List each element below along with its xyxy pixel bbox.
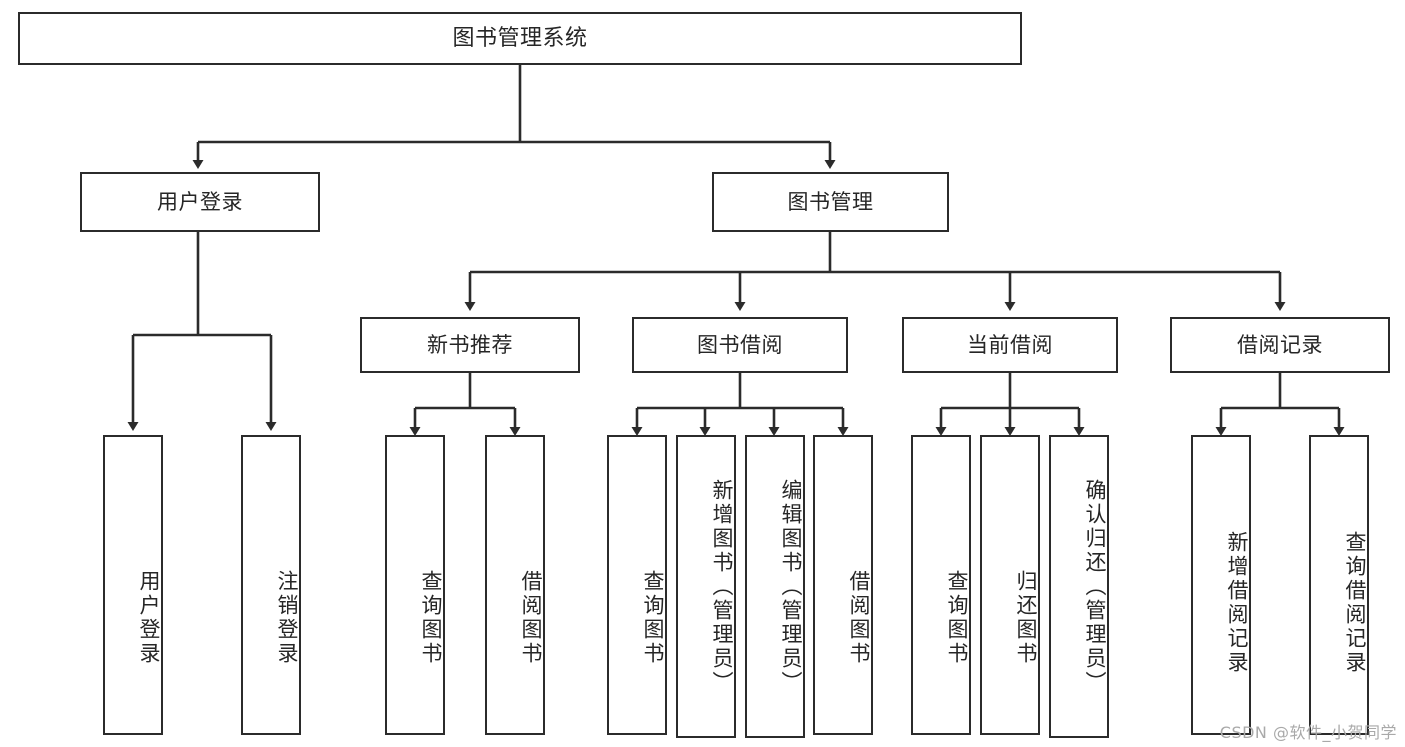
leaf-borrow-query-book[interactable]: 查询图书	[607, 435, 667, 735]
node-label: 借阅图书	[519, 570, 543, 666]
node-label: 当前借阅	[967, 332, 1053, 357]
node-label: 新增图书（管理员）	[710, 478, 734, 695]
node-new-book-recommendation[interactable]: 新书推荐	[360, 317, 580, 373]
leaf-borrow-add-book-admin[interactable]: 新增图书（管理员）	[676, 435, 736, 738]
node-label: 归还图书	[1014, 570, 1038, 666]
node-label: 借阅图书	[847, 570, 871, 666]
leaf-record-query-borrow-record[interactable]: 查询借阅记录	[1309, 435, 1369, 735]
leaf-record-add-borrow-record[interactable]: 新增借阅记录	[1191, 435, 1251, 735]
node-label: 查询图书	[419, 570, 443, 666]
node-label: 确认归还（管理员）	[1083, 478, 1107, 695]
node-label: 用户登录	[137, 570, 161, 666]
node-label: 用户登录	[157, 189, 243, 214]
node-label: 借阅记录	[1237, 332, 1323, 357]
leaf-user-login-login[interactable]: 用户登录	[103, 435, 163, 735]
node-label: 图书借阅	[697, 332, 783, 357]
node-borrowing-records[interactable]: 借阅记录	[1170, 317, 1390, 373]
node-label: 查询图书	[641, 570, 665, 666]
leaf-current-query-book[interactable]: 查询图书	[911, 435, 971, 735]
node-label: 查询借阅记录	[1343, 531, 1367, 675]
node-label: 注销登录	[275, 570, 299, 666]
node-label: 图书管理	[787, 189, 874, 214]
node-user-login[interactable]: 用户登录	[80, 172, 320, 232]
node-label: 查询图书	[945, 570, 969, 666]
node-book-management[interactable]: 图书管理	[712, 172, 949, 232]
leaf-recommend-query-book[interactable]: 查询图书	[385, 435, 445, 735]
leaf-recommend-borrow-book[interactable]: 借阅图书	[485, 435, 545, 735]
node-label: 编辑图书（管理员）	[779, 478, 803, 695]
node-root-book-management-system[interactable]: 图书管理系统	[18, 12, 1022, 65]
leaf-current-confirm-return-admin[interactable]: 确认归还（管理员）	[1049, 435, 1109, 738]
csdn-watermark: CSDN @软件_小贺同学	[1219, 723, 1397, 742]
node-label: 新书推荐	[427, 332, 513, 357]
leaf-user-login-logout[interactable]: 注销登录	[241, 435, 301, 735]
node-book-borrowing[interactable]: 图书借阅	[632, 317, 848, 373]
leaf-current-return-book[interactable]: 归还图书	[980, 435, 1040, 735]
node-label: 新增借阅记录	[1225, 531, 1249, 675]
node-label: 图书管理系统	[452, 25, 588, 51]
node-current-borrowing[interactable]: 当前借阅	[902, 317, 1118, 373]
leaf-borrow-borrow-book[interactable]: 借阅图书	[813, 435, 873, 735]
leaf-borrow-edit-book-admin[interactable]: 编辑图书（管理员）	[745, 435, 805, 738]
